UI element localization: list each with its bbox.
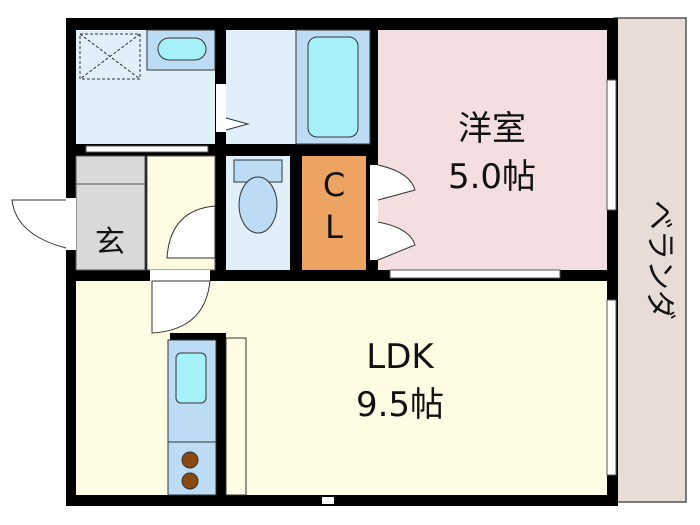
front-door[interactable]: [66, 198, 76, 250]
toilet-door-swing: [166, 205, 216, 259]
balcony: [613, 17, 687, 503]
bathtub-icon: [307, 36, 359, 138]
washing-machine-space: [79, 33, 141, 80]
western-room-name: 洋室: [458, 109, 526, 149]
ldk-door-swing: [151, 280, 211, 334]
entrance-label: 玄: [95, 225, 125, 260]
ldk-size: 9.5帖: [356, 385, 444, 425]
closet[interactable]: [302, 156, 366, 270]
closet-door[interactable]: [370, 165, 378, 260]
entrance-storage: [75, 155, 146, 185]
front-door-swing: [11, 199, 67, 249]
kitchen-sink-icon: [175, 352, 207, 404]
window[interactable]: [606, 79, 617, 211]
washing-machine-cross-icon: [79, 33, 141, 80]
closet-label-l: L: [325, 208, 343, 246]
toilet-icon: [238, 176, 278, 234]
bath-door-swing: [225, 117, 250, 131]
kitchen-shelf: [225, 337, 247, 496]
room-sliding-door[interactable]: [389, 269, 561, 279]
kitchen-wall-side: [216, 333, 226, 495]
ldk-name: LDK: [366, 337, 435, 377]
ldk-window[interactable]: [606, 299, 617, 476]
sliding-door[interactable]: [85, 145, 209, 153]
closet-label-c: C: [323, 166, 345, 204]
sink-icon: [157, 37, 207, 61]
western-room: [378, 30, 607, 270]
stove-burner-icon: [181, 472, 199, 490]
vent-icon: [322, 497, 334, 504]
stove-burner-icon: [181, 451, 199, 469]
entrance: [75, 183, 146, 271]
closet-door-swing: [377, 164, 416, 261]
balcony-label: ベランダ: [642, 200, 677, 320]
western-room-size: 5.0帖: [448, 157, 536, 197]
bath-door[interactable]: [216, 84, 226, 132]
ldk-door[interactable]: [150, 270, 210, 281]
